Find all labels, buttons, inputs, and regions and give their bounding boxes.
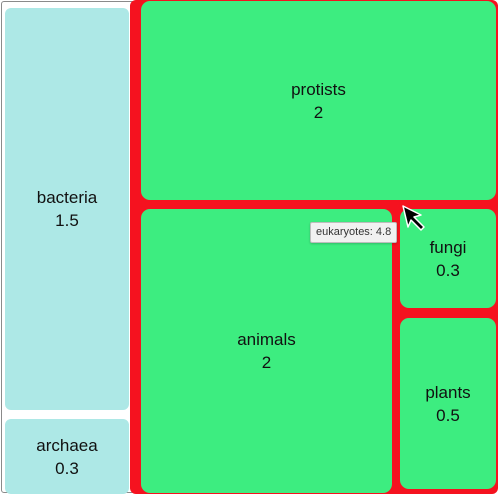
tile-label: bacteria [36,188,98,207]
tile-animals[interactable]: animals 2 [141,209,392,493]
tile-label: archaea [36,435,98,455]
tooltip: eukaryotes: 4.8 [310,222,398,243]
tile-label: protists [291,79,346,99]
tile-archaea[interactable]: archaea 0.3 [5,419,129,494]
tile-value: 1.5 [55,211,79,230]
tooltip-text: eukaryotes: 4.8 [316,226,392,238]
tile-label: plants [425,382,471,402]
tile-label: animals [237,330,296,349]
arrow-pointer-icon [402,205,425,231]
tile-bacteria[interactable]: bacteria 1.5 [5,8,129,410]
tile-plants[interactable]: plants 0.5 [400,318,496,489]
tile-value: 2 [261,353,272,372]
tile-value: 0.3 [55,458,79,478]
tile-protists[interactable]: protists 2 [141,1,496,200]
tile-value: 2 [313,102,324,122]
tile-value: 0.3 [436,260,460,280]
tile-value: 0.5 [436,405,460,425]
tile-label: fungi [429,237,467,257]
